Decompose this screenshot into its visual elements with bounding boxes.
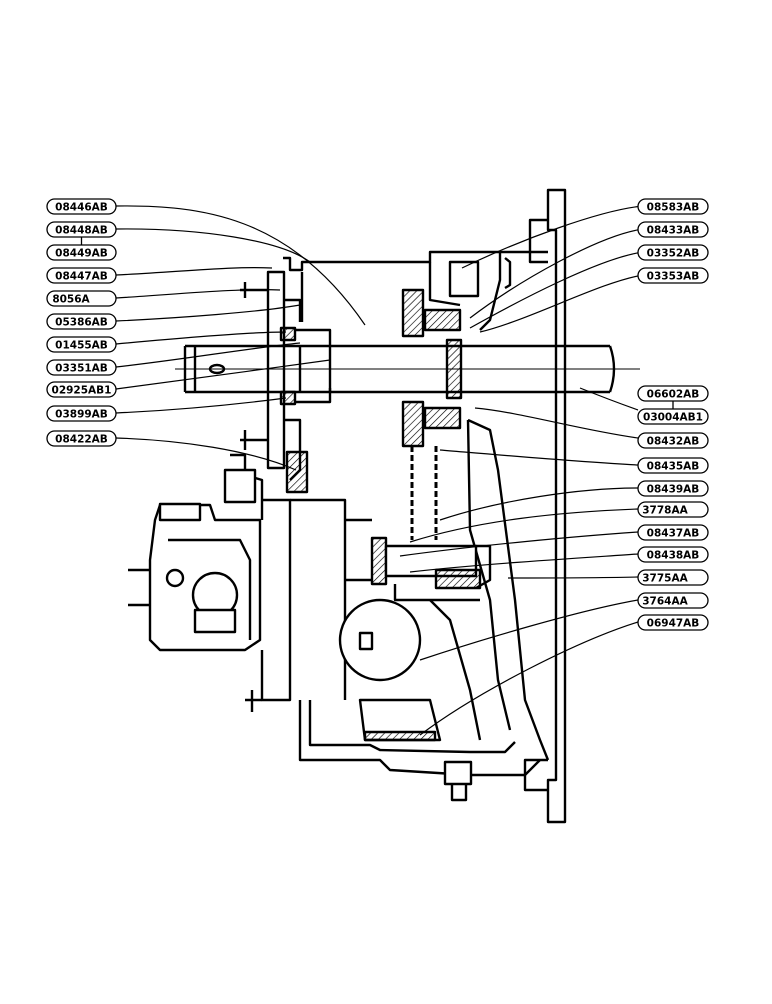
part-label-08435ab: 08435AB (637, 457, 709, 474)
part-number-text: 03004AB1 (643, 412, 703, 424)
part-number-text: 03353AB (647, 271, 700, 283)
part-label-08583ab: 08583AB (637, 198, 709, 215)
part-label-08446ab: 08446AB (46, 198, 117, 215)
part-label-03899ab: 03899AB (46, 405, 117, 422)
part-number-text: 02925AB1 (52, 385, 112, 397)
part-number-text: 8056A (52, 294, 90, 306)
part-label-03004ab1: 03004AB1 (637, 408, 709, 425)
part-number-text: 08433AB (647, 225, 700, 237)
part-number-text: 08449AB (55, 248, 108, 260)
part-label-08422ab: 08422AB (46, 430, 117, 447)
part-label-08438ab: 08438AB (637, 546, 709, 563)
part-label-06602ab: 06602AB (637, 385, 709, 402)
part-label-02925ab1: 02925AB1 (46, 381, 117, 398)
part-label-08432ab: 08432AB (637, 432, 709, 449)
part-number-text: 01455AB (55, 340, 108, 352)
right-labels: 08583AB 08433AB 03352AB 03353AB 06602AB … (637, 198, 709, 631)
housing-drawing (128, 188, 640, 824)
part-label-08433ab: 08433AB (637, 221, 709, 238)
part-number-text: 3764AA (642, 596, 688, 608)
leader-lines (115, 205, 644, 736)
part-number-text: 03352AB (647, 248, 700, 260)
part-number-text: 08448AB (55, 225, 108, 237)
part-label-3764aa: 3764AA (637, 592, 709, 609)
part-number-text: 03899AB (55, 409, 108, 421)
part-number-text: 08447AB (55, 271, 108, 283)
part-label-06947ab: 06947AB (637, 614, 709, 631)
part-label-03351ab: 03351AB (46, 359, 117, 376)
part-label-03352ab: 03352AB (637, 244, 709, 261)
part-label-08447ab: 08447AB (46, 267, 117, 284)
part-number-text: 08583AB (647, 202, 700, 214)
part-number-text: 3778AA (642, 505, 688, 517)
part-label-3775aa: 3775AA (637, 569, 709, 586)
part-label-05386ab: 05386AB (46, 313, 117, 330)
part-number-text: 08446AB (55, 202, 108, 214)
part-label-08437ab: 08437AB (637, 524, 709, 541)
part-label-8056a: 8056A (46, 290, 117, 307)
part-number-text: 08422AB (55, 434, 108, 446)
part-number-text: 08437AB (647, 528, 700, 540)
left-labels: 08446AB 08448AB 08449AB 08447AB 8056A 05… (46, 198, 117, 447)
part-number-text: 08439AB (647, 484, 700, 496)
part-number-text: 06947AB (647, 618, 700, 630)
part-label-03353ab: 03353AB (637, 267, 709, 284)
part-label-08448ab: 08448AB (46, 221, 117, 238)
part-number-text: 05386AB (55, 317, 108, 329)
part-number-text: 3775AA (642, 573, 688, 585)
part-number-text: 06602AB (647, 389, 700, 401)
part-number-text: 03351AB (55, 363, 108, 375)
part-label-3778aa: 3778AA (637, 501, 709, 518)
part-label-08439ab: 08439AB (637, 480, 709, 497)
part-label-08449ab: 08449AB (46, 244, 117, 261)
part-label-01455ab: 01455AB (46, 336, 117, 353)
part-number-text: 08432AB (647, 436, 700, 448)
part-number-text: 08435AB (647, 461, 700, 473)
part-number-text: 08438AB (647, 550, 700, 562)
